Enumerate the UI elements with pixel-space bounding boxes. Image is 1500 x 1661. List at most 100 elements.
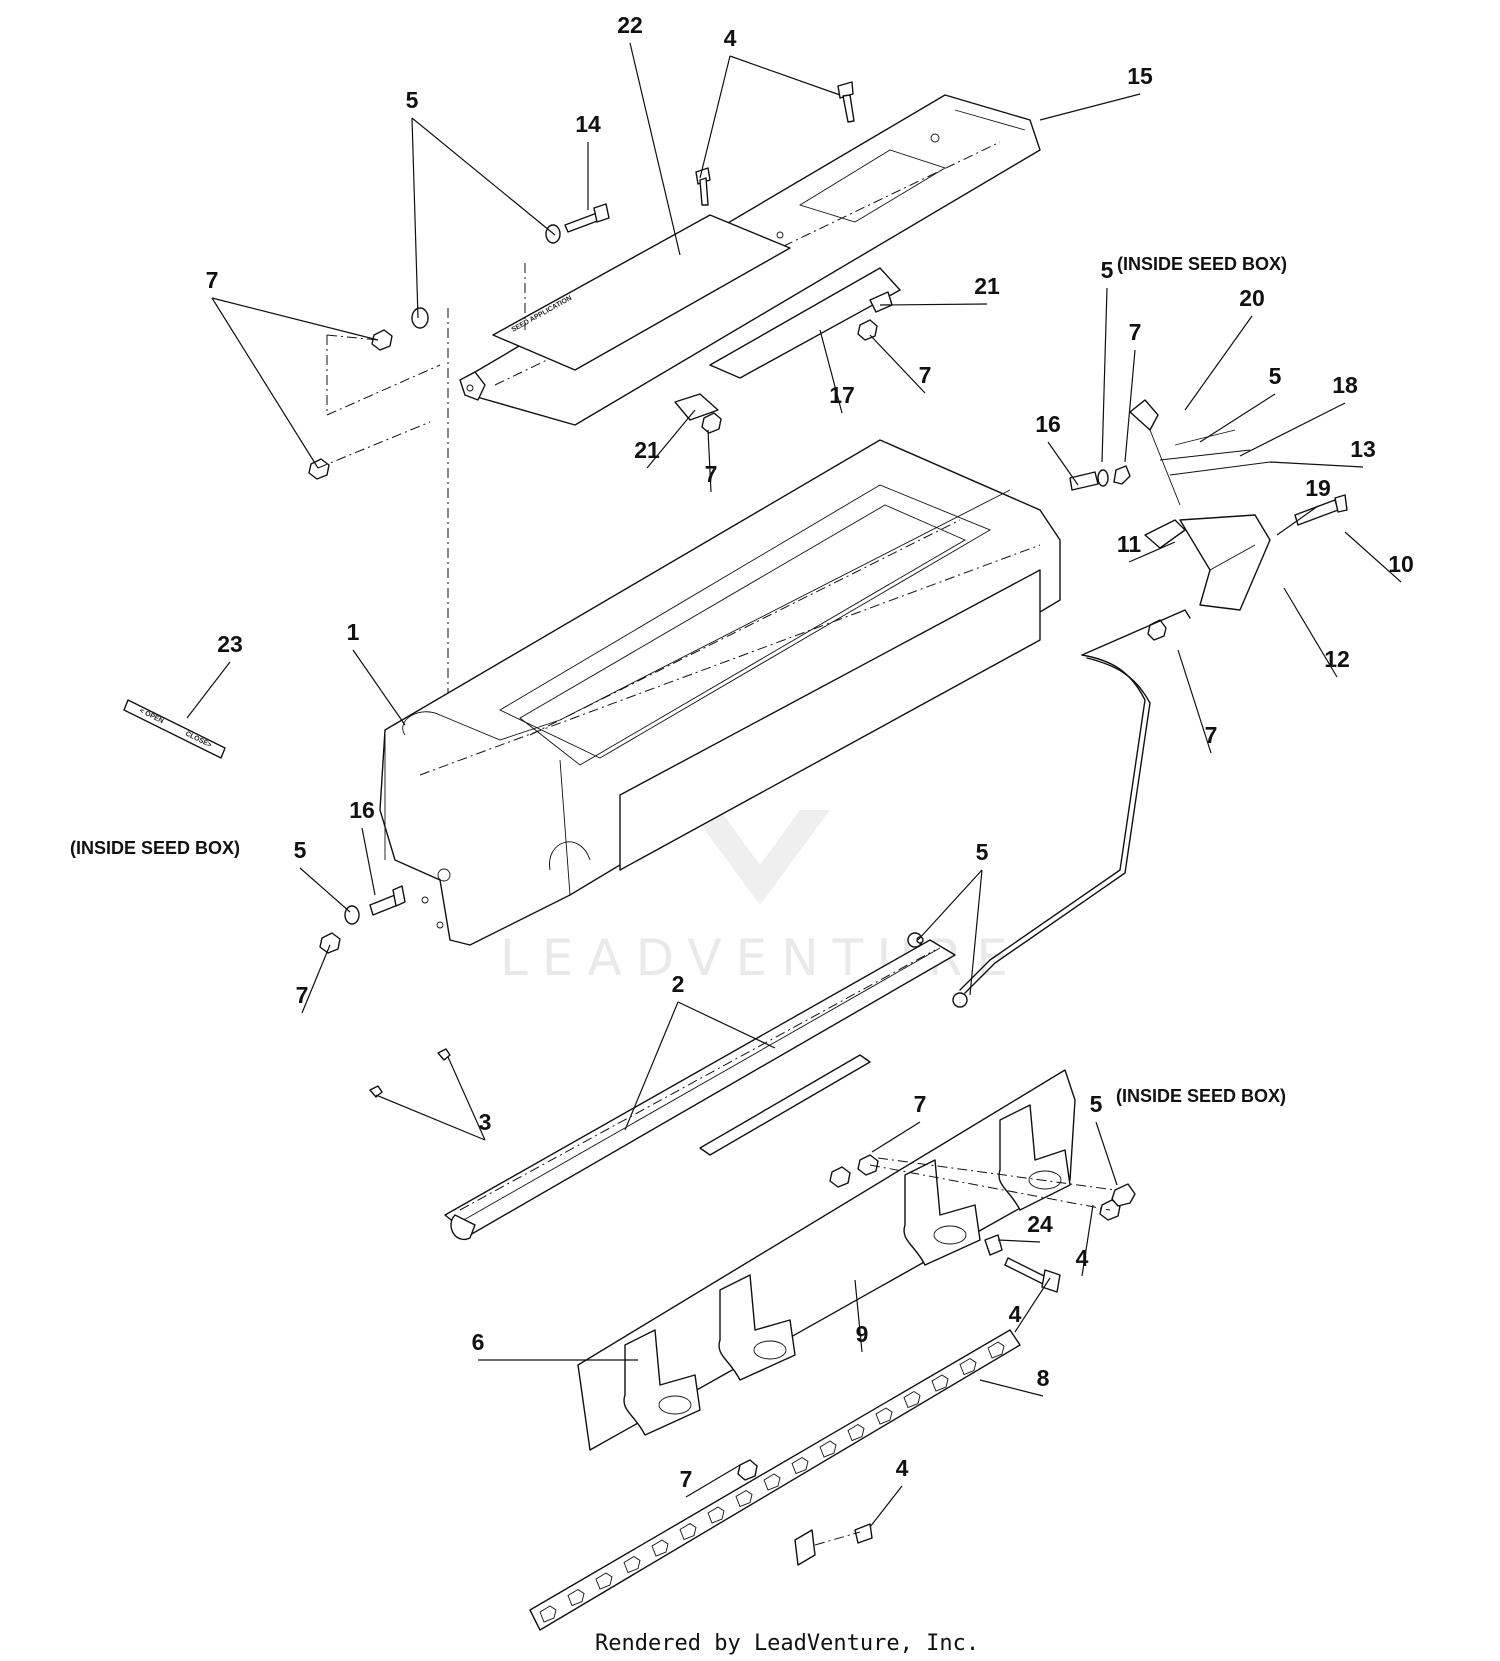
gate-hole (819, 1440, 837, 1458)
callout-label-c7d: 7 (1129, 319, 1142, 345)
leader-line-c11 (1128, 541, 1176, 563)
leader-line-c3b (447, 1056, 486, 1141)
seed-application-decal (492, 214, 791, 371)
callout-label-c9: 9 (856, 1321, 869, 1347)
leader-line-c7c (707, 429, 712, 493)
leader-line-c4a (699, 55, 731, 179)
inside-seed-box-note-top: (INSIDE SEED BOX) (1117, 254, 1287, 274)
callout-label-c3: 3 (479, 1109, 492, 1135)
leader-line-c22 (629, 42, 681, 256)
leader-line-c2 (624, 1001, 679, 1131)
leader-line-c5f (1095, 1121, 1118, 1186)
callout-label-c5a: 5 (406, 87, 419, 113)
leader-line-c4b (1081, 1204, 1094, 1277)
callout-label-c5d: 5 (294, 837, 307, 863)
callout-label-c5e: 5 (976, 839, 989, 865)
open-close-decal-23: < OPEN CLOSE> (123, 699, 226, 759)
callout-label-c23: 23 (217, 631, 243, 657)
gate-hole (707, 1506, 725, 1524)
leader-line-c9 (854, 1279, 863, 1353)
leader-line-c5c (1199, 393, 1276, 443)
callout-label-c7e: 7 (1205, 722, 1218, 748)
seed-box-hopper (379, 439, 1061, 946)
callout-label-c4a: 4 (724, 25, 737, 51)
gate-hole (763, 1473, 781, 1491)
leader-line-c7a2 (211, 297, 319, 469)
leader-line-c2b (677, 1001, 776, 1049)
leader-line-c13 (1269, 461, 1364, 468)
callout-label-c7a: 7 (206, 267, 219, 293)
leader-line-c5e (917, 869, 983, 941)
callout-leaders (186, 42, 1402, 1528)
callout-label-c7b: 7 (919, 362, 932, 388)
callout-label-c5c: 5 (1269, 363, 1282, 389)
callout-label-c2: 2 (672, 971, 685, 997)
gate-hole (735, 1489, 753, 1508)
callout-label-c5f: 5 (1090, 1091, 1103, 1117)
agitator-shaft-2 (319, 885, 968, 1241)
callout-label-c12: 12 (1324, 646, 1350, 672)
leader-line-c23 (186, 661, 231, 719)
gate-hole (567, 1588, 585, 1607)
callout-label-c7f: 7 (296, 982, 309, 1008)
leader-line-c5a2 (411, 117, 419, 319)
gate-hole (847, 1423, 865, 1442)
leader-line-c16b (361, 827, 376, 896)
linkage-assembly (959, 399, 1348, 994)
callout-label-c4c: 4 (1009, 1301, 1022, 1327)
callout-label-c15: 15 (1127, 63, 1153, 89)
callout-label-c7g: 7 (914, 1091, 927, 1117)
lid-plate-17 (709, 267, 901, 379)
lid-hardware (308, 81, 878, 480)
lid-assembly: SEED APPLICATION (459, 94, 1041, 426)
bolt-16 (1069, 471, 1099, 491)
leader-line-c7f (301, 944, 331, 1014)
leader-line-c5a (411, 117, 556, 236)
rendered-by-footer: Rendered by LeadVenture, Inc. (595, 1631, 979, 1656)
callout-label-c8: 8 (1037, 1365, 1050, 1391)
leader-line-c17 (819, 329, 843, 414)
callout-label-c18: 18 (1332, 372, 1358, 398)
callout-label-c24: 24 (1027, 1211, 1053, 1237)
leader-line-c5e2 (969, 869, 983, 996)
callout-label-c20: 20 (1239, 285, 1265, 311)
callout-label-c21a: 21 (974, 273, 1000, 299)
leader-line-c15 (1039, 93, 1141, 121)
leader-line-c5b (1101, 287, 1108, 463)
leader-line-c7h (685, 1464, 741, 1498)
leader-line-c4d (869, 1485, 903, 1528)
gate-hole (791, 1456, 809, 1475)
gate-hole (931, 1374, 949, 1392)
callout-label-c5b: 5 (1101, 257, 1114, 283)
leader-line-c21b (646, 409, 696, 469)
clip-20 (1129, 399, 1159, 431)
leader-line-c18 (1239, 402, 1346, 457)
leader-line-c4c (1014, 1277, 1051, 1333)
leader-line-c21a (879, 303, 988, 306)
callout-label-c21b: 21 (634, 437, 660, 463)
gate-hole (651, 1539, 669, 1557)
inside-seed-box-notes: (INSIDE SEED BOX) (INSIDE SEED BOX) (INS… (70, 254, 1287, 1106)
seed-bracket-9 (577, 1069, 1136, 1451)
gate-hole (595, 1572, 613, 1590)
callout-label-c14: 14 (575, 111, 601, 137)
leader-line-c7e (1177, 649, 1212, 754)
leader-line-c7g (871, 1121, 921, 1153)
gate-hole (875, 1407, 893, 1425)
callout-label-c10: 10 (1388, 551, 1414, 577)
gate-hole (903, 1390, 921, 1409)
gate-hole (679, 1522, 697, 1541)
leader-line-c7a (211, 297, 379, 341)
bolt-10 (1294, 499, 1339, 526)
callout-label-c11: 11 (1117, 531, 1142, 557)
callout-label-c17: 17 (829, 382, 855, 408)
gate-hole (623, 1555, 641, 1574)
leader-line-c5d (299, 867, 351, 913)
handle-11 (1144, 519, 1186, 549)
leader-line-c7b (869, 334, 926, 394)
leader-line-c24 (997, 1239, 1041, 1243)
callout-label-c6: 6 (472, 1329, 485, 1355)
